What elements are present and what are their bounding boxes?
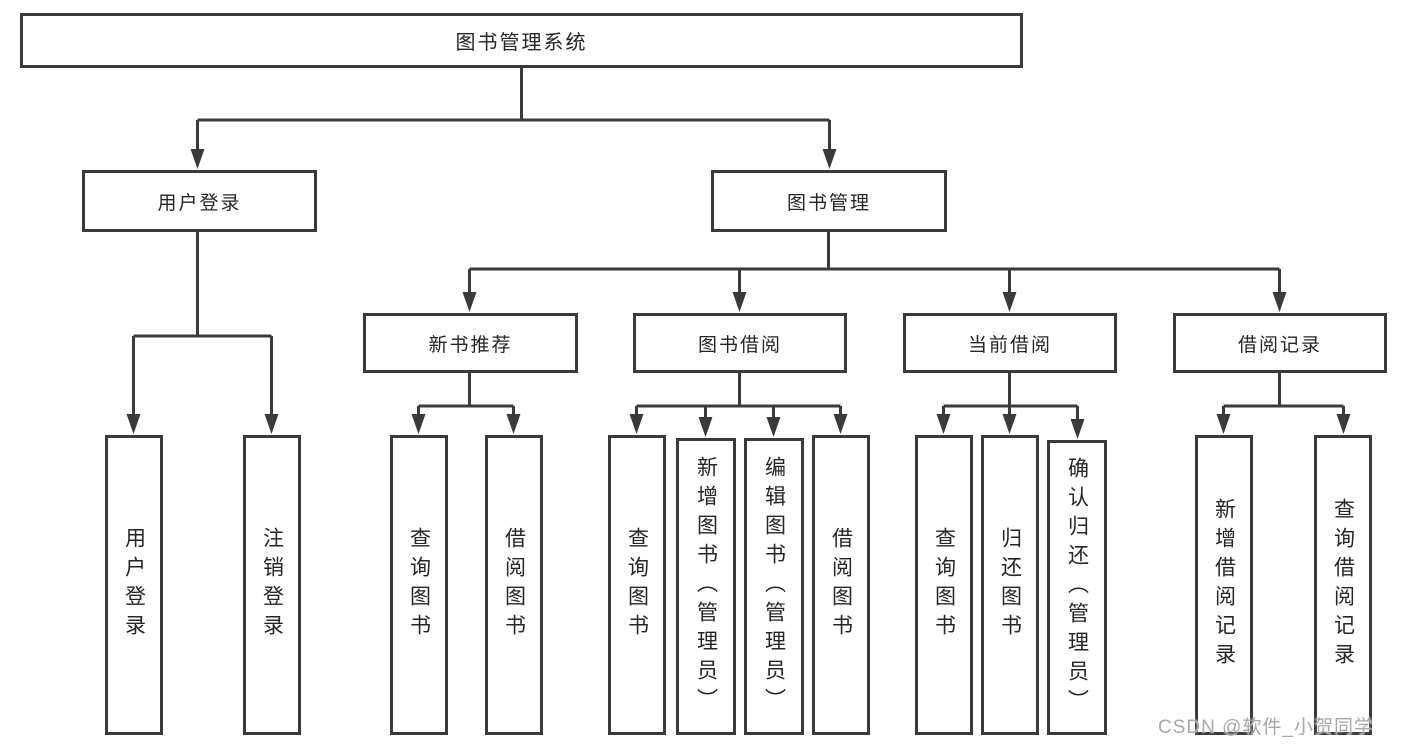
node-borrow-records-label: 借阅记录 [1237,334,1322,356]
leaf-query-books-recommend-label: 查询图书 [407,527,431,643]
leaf-confirm-return-admin-label: 确认归还（管理员） [1065,457,1089,718]
leaf-add-borrow-record: 新增借阅记录 [1195,435,1253,735]
leaf-query-books-recommend: 查询图书 [390,435,448,735]
leaf-query-books-borrow-label: 查询图书 [625,527,649,643]
leaf-confirm-return-admin: 确认归还（管理员） [1047,440,1107,735]
node-current-borrow-label: 当前借阅 [967,334,1052,356]
leaf-user-login-label: 用户登录 [122,527,146,643]
leaf-logout-label: 注销登录 [260,527,284,643]
leaf-return-book: 归还图书 [981,435,1039,735]
node-root: 图书管理系统 [20,13,1023,68]
node-user-login: 用户登录 [82,170,317,232]
leaf-query-books-current: 查询图书 [915,435,973,735]
csdn-watermark: CSDN @软件_小贺同学 [1158,717,1374,738]
leaf-borrow-books-borrow: 借阅图书 [812,435,870,735]
leaf-add-book-admin: 新增图书（管理员） [676,438,736,735]
leaf-borrow-books-recommend: 借阅图书 [485,435,543,735]
node-book-borrow: 图书借阅 [633,313,847,373]
node-user-login-label: 用户登录 [157,192,242,214]
leaf-edit-book-admin-label: 编辑图书（管理员） [762,456,786,717]
leaf-edit-book-admin: 编辑图书（管理员） [744,438,804,735]
node-root-label: 图书管理系统 [455,32,588,54]
node-new-book-recommend: 新书推荐 [363,313,578,373]
leaf-query-books-current-label: 查询图书 [932,527,956,643]
node-new-book-recommend-label: 新书推荐 [428,334,513,356]
node-book-borrow-label: 图书借阅 [697,334,782,356]
leaf-user-login: 用户登录 [105,435,163,735]
leaf-query-borrow-record-label: 查询借阅记录 [1331,498,1355,672]
leaf-add-borrow-record-label: 新增借阅记录 [1212,498,1236,672]
leaf-borrow-books-borrow-label: 借阅图书 [829,527,853,643]
node-current-borrow: 当前借阅 [903,313,1117,373]
leaf-query-borrow-record: 查询借阅记录 [1314,435,1372,735]
leaf-logout: 注销登录 [243,435,301,735]
leaf-add-book-admin-label: 新增图书（管理员） [694,456,718,717]
node-book-management: 图书管理 [711,170,947,232]
leaf-return-book-label: 归还图书 [998,527,1022,643]
node-book-management-label: 图书管理 [786,192,871,214]
leaf-borrow-books-recommend-label: 借阅图书 [502,527,526,643]
node-borrow-records: 借阅记录 [1173,313,1387,373]
leaf-query-books-borrow: 查询图书 [608,435,666,735]
